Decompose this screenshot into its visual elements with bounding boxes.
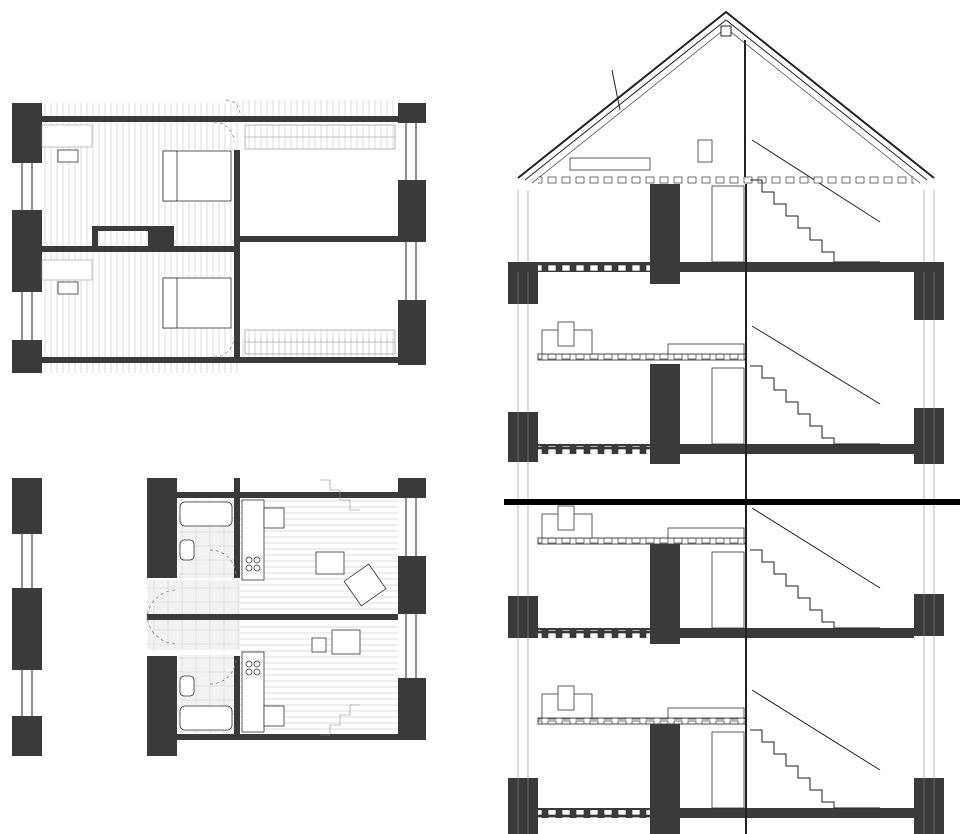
- wall: [398, 103, 426, 123]
- staircase: [320, 479, 360, 736]
- bed: [667, 343, 745, 355]
- floor-slab: [538, 444, 914, 454]
- wall: [12, 340, 42, 373]
- chair: [57, 149, 79, 163]
- chair: [697, 139, 713, 163]
- joists: [538, 176, 914, 184]
- lower-floor-plan: [12, 478, 426, 756]
- wall: [92, 226, 98, 248]
- wall: [40, 116, 400, 122]
- bed: [569, 157, 651, 171]
- door: [711, 185, 745, 263]
- floor-slab: [538, 808, 914, 818]
- wall: [12, 103, 42, 163]
- wall: [177, 734, 398, 740]
- bed: [667, 527, 745, 539]
- ridge-beam: [720, 25, 732, 37]
- wall: [12, 588, 42, 670]
- wall: [650, 724, 680, 834]
- wall: [398, 180, 426, 242]
- joists: [538, 446, 650, 454]
- gable-roof: [517, 10, 935, 223]
- wall: [398, 300, 426, 365]
- wall: [234, 656, 240, 740]
- staircase: [750, 179, 881, 809]
- wall: [914, 264, 944, 320]
- wall: [148, 226, 174, 252]
- wall: [398, 478, 426, 498]
- door-swing: [209, 659, 237, 685]
- chair: [311, 637, 327, 653]
- wall: [147, 478, 177, 578]
- door-swing: [209, 549, 237, 575]
- mezzanine-floor: [537, 353, 747, 361]
- wall: [398, 678, 426, 740]
- wall: [177, 492, 398, 498]
- wall: [240, 236, 400, 242]
- mezzanine-floor: [537, 717, 747, 725]
- table: [315, 551, 345, 575]
- chair: [57, 281, 79, 295]
- desk: [41, 124, 93, 148]
- wall: [234, 150, 240, 360]
- door-swing: [146, 589, 178, 621]
- wall: [40, 357, 400, 363]
- door-swing: [225, 99, 241, 115]
- building-section: [504, 10, 960, 834]
- wall: [914, 408, 944, 464]
- wall: [650, 184, 680, 284]
- wall: [12, 716, 42, 756]
- wall: [398, 556, 426, 614]
- wall: [147, 656, 177, 756]
- wall: [650, 364, 680, 464]
- door: [711, 731, 745, 809]
- joists: [538, 630, 650, 638]
- toilet: [179, 539, 195, 561]
- sink: [263, 705, 285, 727]
- wall: [147, 614, 398, 620]
- upper-floor-plan: [12, 99, 426, 373]
- chair: [557, 685, 575, 711]
- staircase: [244, 124, 396, 355]
- wall: [12, 210, 42, 292]
- wall: [914, 594, 944, 636]
- bed-pillow: [162, 150, 178, 202]
- bed-pillow: [162, 277, 178, 329]
- bathtub: [179, 705, 233, 731]
- floor-hatch: [240, 100, 400, 120]
- wall: [508, 412, 538, 462]
- wall: [650, 544, 680, 644]
- toilet: [179, 675, 195, 697]
- table: [331, 629, 361, 655]
- wall: [234, 478, 240, 578]
- sink: [263, 507, 285, 529]
- wall: [12, 478, 42, 534]
- chair: [557, 505, 575, 531]
- floor-slab: [508, 262, 944, 272]
- wall: [92, 226, 172, 231]
- wall: [914, 778, 944, 834]
- kitchen-counter: [241, 499, 265, 581]
- mezzanine-floor: [537, 537, 747, 545]
- joists: [538, 810, 650, 818]
- armchair: [343, 563, 387, 607]
- wall: [508, 778, 538, 834]
- bathtub: [179, 501, 233, 527]
- joists: [538, 264, 650, 272]
- wall: [508, 596, 538, 638]
- wall: [40, 246, 240, 252]
- door-swing: [146, 613, 178, 645]
- floor-slab: [538, 628, 914, 638]
- kitchen-counter: [241, 651, 265, 733]
- bed: [667, 707, 745, 719]
- desk: [41, 259, 93, 281]
- door: [711, 367, 745, 445]
- chair: [557, 321, 575, 347]
- door: [711, 551, 745, 629]
